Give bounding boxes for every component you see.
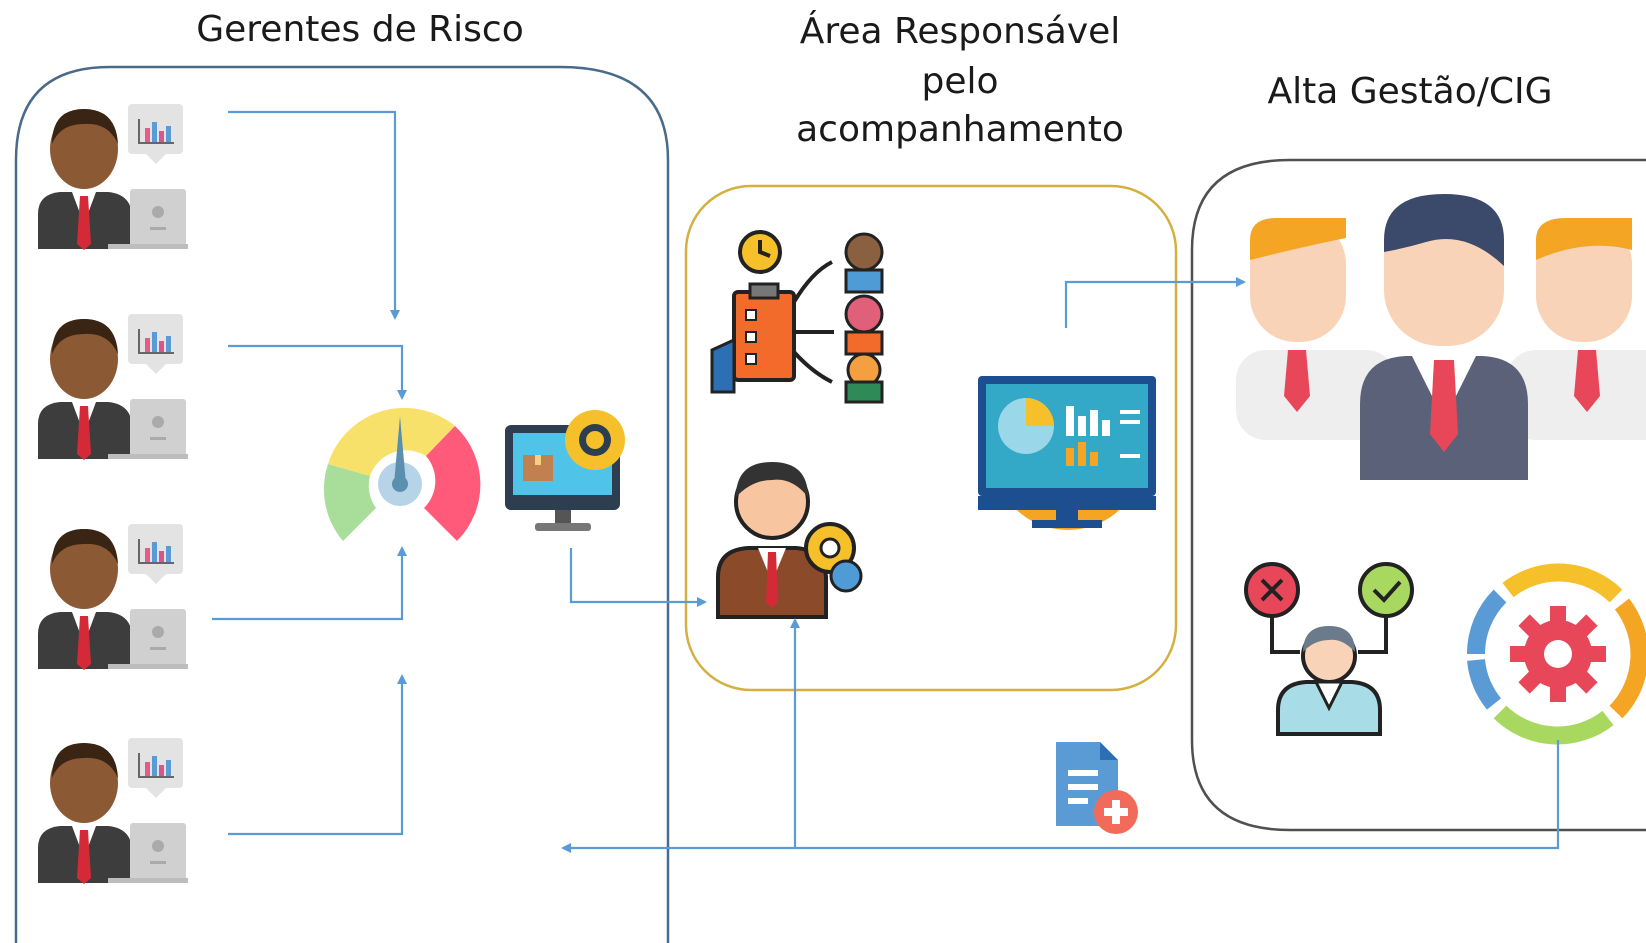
top-management-box	[1190, 158, 1646, 832]
decision-person-icon	[1244, 562, 1414, 736]
dashboard-monitor-icon	[978, 376, 1156, 530]
title-monitoring-area-1: Área Responsável	[799, 11, 1121, 52]
computer-settings-icon	[505, 410, 625, 531]
executive-team-icon	[1236, 194, 1646, 480]
title-risk-managers: Gerentes de Risco	[196, 9, 524, 50]
title-monitoring-area-3: acompanhamento	[796, 109, 1124, 150]
process-cycle-icon	[1466, 563, 1646, 745]
arrow-manager1-to-gauge	[228, 110, 400, 320]
title-top-management: Alta Gestão/CIG	[1267, 71, 1553, 112]
risk-managers-box	[14, 65, 670, 943]
arrow-manager3-to-gauge	[212, 546, 407, 621]
add-document-icon	[1056, 742, 1138, 834]
arrow-computer-to-businessman	[569, 548, 707, 607]
manager-with-report-icon	[38, 738, 188, 884]
manager-with-report-icon	[38, 104, 188, 250]
risk-gauge-icon	[323, 407, 481, 541]
arrow-manager4-to-gauge	[228, 674, 407, 836]
arrow-manager2-to-gauge	[228, 344, 407, 400]
arrow-cycle-feedback-to-businessman	[790, 618, 1560, 850]
title-monitoring-area-2: pelo	[921, 61, 999, 102]
arrow-dashboard-to-management	[1064, 277, 1246, 328]
manager-with-report-icon	[38, 314, 188, 460]
task-delegation-icon	[710, 230, 884, 404]
businessman-gears-icon	[716, 462, 863, 619]
monitoring-area-box	[684, 184, 1178, 692]
manager-with-report-icon	[38, 524, 188, 670]
